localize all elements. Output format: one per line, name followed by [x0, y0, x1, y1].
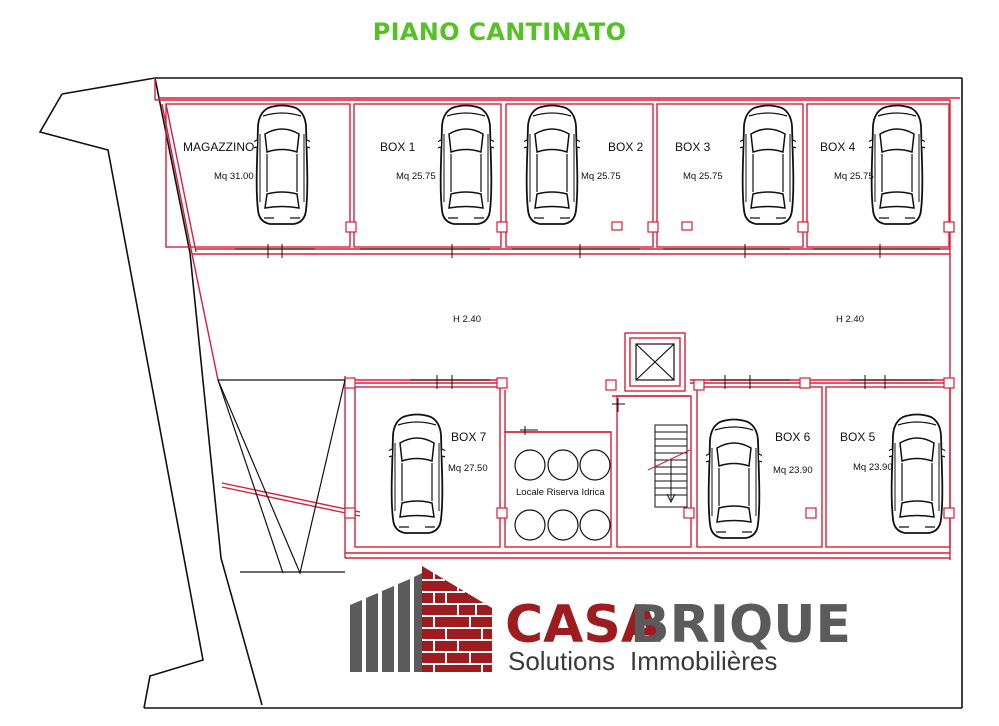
room-label-box3: BOX 3	[675, 140, 711, 154]
car-box4	[869, 104, 925, 225]
room-area-box3: Mq 25.75	[683, 171, 723, 182]
logo-brick-house-icon	[422, 566, 492, 672]
room-area-box6: Mq 23.90	[773, 465, 813, 476]
water-tanks	[514, 449, 611, 541]
logo-brand-second: BRIQUE	[630, 595, 851, 655]
car-box6	[706, 418, 762, 539]
ramp	[217, 379, 346, 575]
room-label-locale: Locale Riserva Idrica	[516, 487, 605, 498]
logo-brand-first: CASA	[505, 595, 661, 655]
room-area-box4: Mq 25.75	[834, 171, 874, 182]
pillars	[344, 221, 955, 519]
lift-icon	[635, 343, 675, 381]
room-label-box5: BOX 5	[840, 430, 876, 444]
car-box1	[438, 104, 494, 225]
logo-tag-first: Solutions	[508, 646, 615, 676]
room-label-box6: BOX 6	[775, 430, 811, 444]
plan-title: PIANO CANTINATO	[372, 18, 627, 46]
doors	[235, 244, 940, 435]
car-magazzino	[254, 104, 310, 225]
room-label-box7: BOX 7	[451, 430, 487, 444]
logo-building-icon	[350, 573, 422, 672]
room-label-magazzino: MAGAZZINO	[183, 140, 254, 154]
room-area-box5: Mq 23.90	[853, 462, 893, 473]
corridor-height-right: H 2.40	[836, 314, 864, 325]
car-box3	[740, 104, 796, 225]
car-box5	[889, 413, 945, 534]
room-area-box7: Mq 27.50	[448, 463, 488, 474]
room-label-box4: BOX 4	[820, 140, 856, 154]
car-box2	[524, 104, 580, 225]
casabrique-logo: CASA BRIQUE Solutions Immobilières	[350, 566, 851, 676]
logo-tag-second: Immobilières	[630, 646, 777, 676]
room-area-box2: Mq 25.75	[581, 171, 621, 182]
stairs-icon	[647, 424, 691, 508]
corridor-height-left: H 2.40	[453, 314, 481, 325]
room-area-magazzino: Mq 31.00	[214, 171, 254, 182]
walls	[154, 78, 960, 560]
room-label-box1: BOX 1	[380, 140, 416, 154]
car-box7	[389, 413, 445, 534]
room-label-box2: BOX 2	[608, 140, 644, 154]
room-area-box1: Mq 25.75	[396, 171, 436, 182]
